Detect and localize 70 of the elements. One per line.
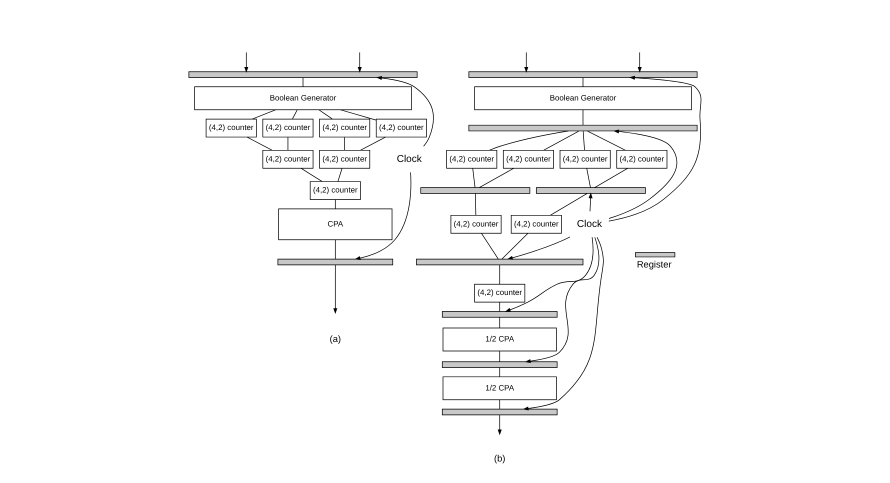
connector xyxy=(481,233,499,260)
connector xyxy=(488,130,569,151)
arrow xyxy=(524,236,600,364)
node-box: (4,2) counter xyxy=(446,150,498,169)
node-box: (4,2) counter xyxy=(206,118,257,138)
node-box: (4,2) counter xyxy=(319,150,370,169)
connector xyxy=(360,136,386,151)
arrow xyxy=(638,52,642,73)
connector xyxy=(340,109,377,120)
connector xyxy=(302,77,304,88)
node-box: (4,2) counter xyxy=(262,118,314,138)
connector xyxy=(338,168,342,182)
node-box: 1/2 CPA xyxy=(442,376,557,400)
arrow xyxy=(354,172,412,260)
node-box: (4,2) counter xyxy=(376,118,427,138)
connector xyxy=(582,130,585,151)
connector xyxy=(252,109,276,120)
connector xyxy=(499,350,500,362)
node-box: (4,2) counter xyxy=(616,150,668,169)
connector xyxy=(472,168,476,188)
node-box: (4,2) counter xyxy=(502,150,554,169)
connector xyxy=(499,302,500,312)
connector xyxy=(499,367,500,378)
connector xyxy=(499,264,500,284)
node-box: (4,2) counter xyxy=(510,214,562,234)
connector xyxy=(502,233,528,260)
connector xyxy=(550,193,588,216)
label: (a) xyxy=(330,334,342,344)
label: (b) xyxy=(494,454,506,464)
node-text: Clock xyxy=(576,218,602,230)
connector xyxy=(334,199,336,210)
node-box: (4,2) counter xyxy=(474,284,526,303)
connector xyxy=(292,110,298,120)
connector xyxy=(334,239,336,260)
connector xyxy=(344,136,346,151)
arrow xyxy=(608,76,702,222)
connector xyxy=(543,130,580,151)
arrow xyxy=(524,52,528,73)
node-text: Clock xyxy=(396,154,422,165)
arrow xyxy=(358,52,362,73)
legend-label: Register xyxy=(636,259,672,270)
connector xyxy=(246,136,272,151)
node-box: Boolean Generator xyxy=(194,86,412,110)
connector xyxy=(582,110,584,126)
connector xyxy=(300,168,322,182)
node-box: 1/2 CPA xyxy=(442,328,557,352)
node-box: CPA xyxy=(278,208,392,240)
node-box: (4,2) counter xyxy=(310,181,361,200)
arrow xyxy=(522,236,604,410)
arrow xyxy=(244,52,248,73)
connector xyxy=(594,168,628,188)
arrow xyxy=(376,76,434,147)
node-box: (4,2) counter xyxy=(262,150,314,169)
connector xyxy=(499,316,500,328)
arrow xyxy=(507,236,570,260)
connector xyxy=(478,168,514,188)
node-box: (4,2) counter xyxy=(450,214,502,234)
connector xyxy=(586,168,591,188)
connector xyxy=(475,193,476,216)
arrow xyxy=(333,264,338,314)
connector xyxy=(587,130,626,151)
connector xyxy=(318,110,333,120)
node-box: Boolean Generator xyxy=(474,86,692,110)
connector xyxy=(582,77,584,88)
node-box: (4,2) counter xyxy=(560,150,611,169)
arrow xyxy=(504,236,594,312)
arrow xyxy=(498,414,502,436)
node-box: (4,2) counter xyxy=(319,118,370,138)
arrow xyxy=(608,129,678,219)
arrow xyxy=(588,192,593,212)
